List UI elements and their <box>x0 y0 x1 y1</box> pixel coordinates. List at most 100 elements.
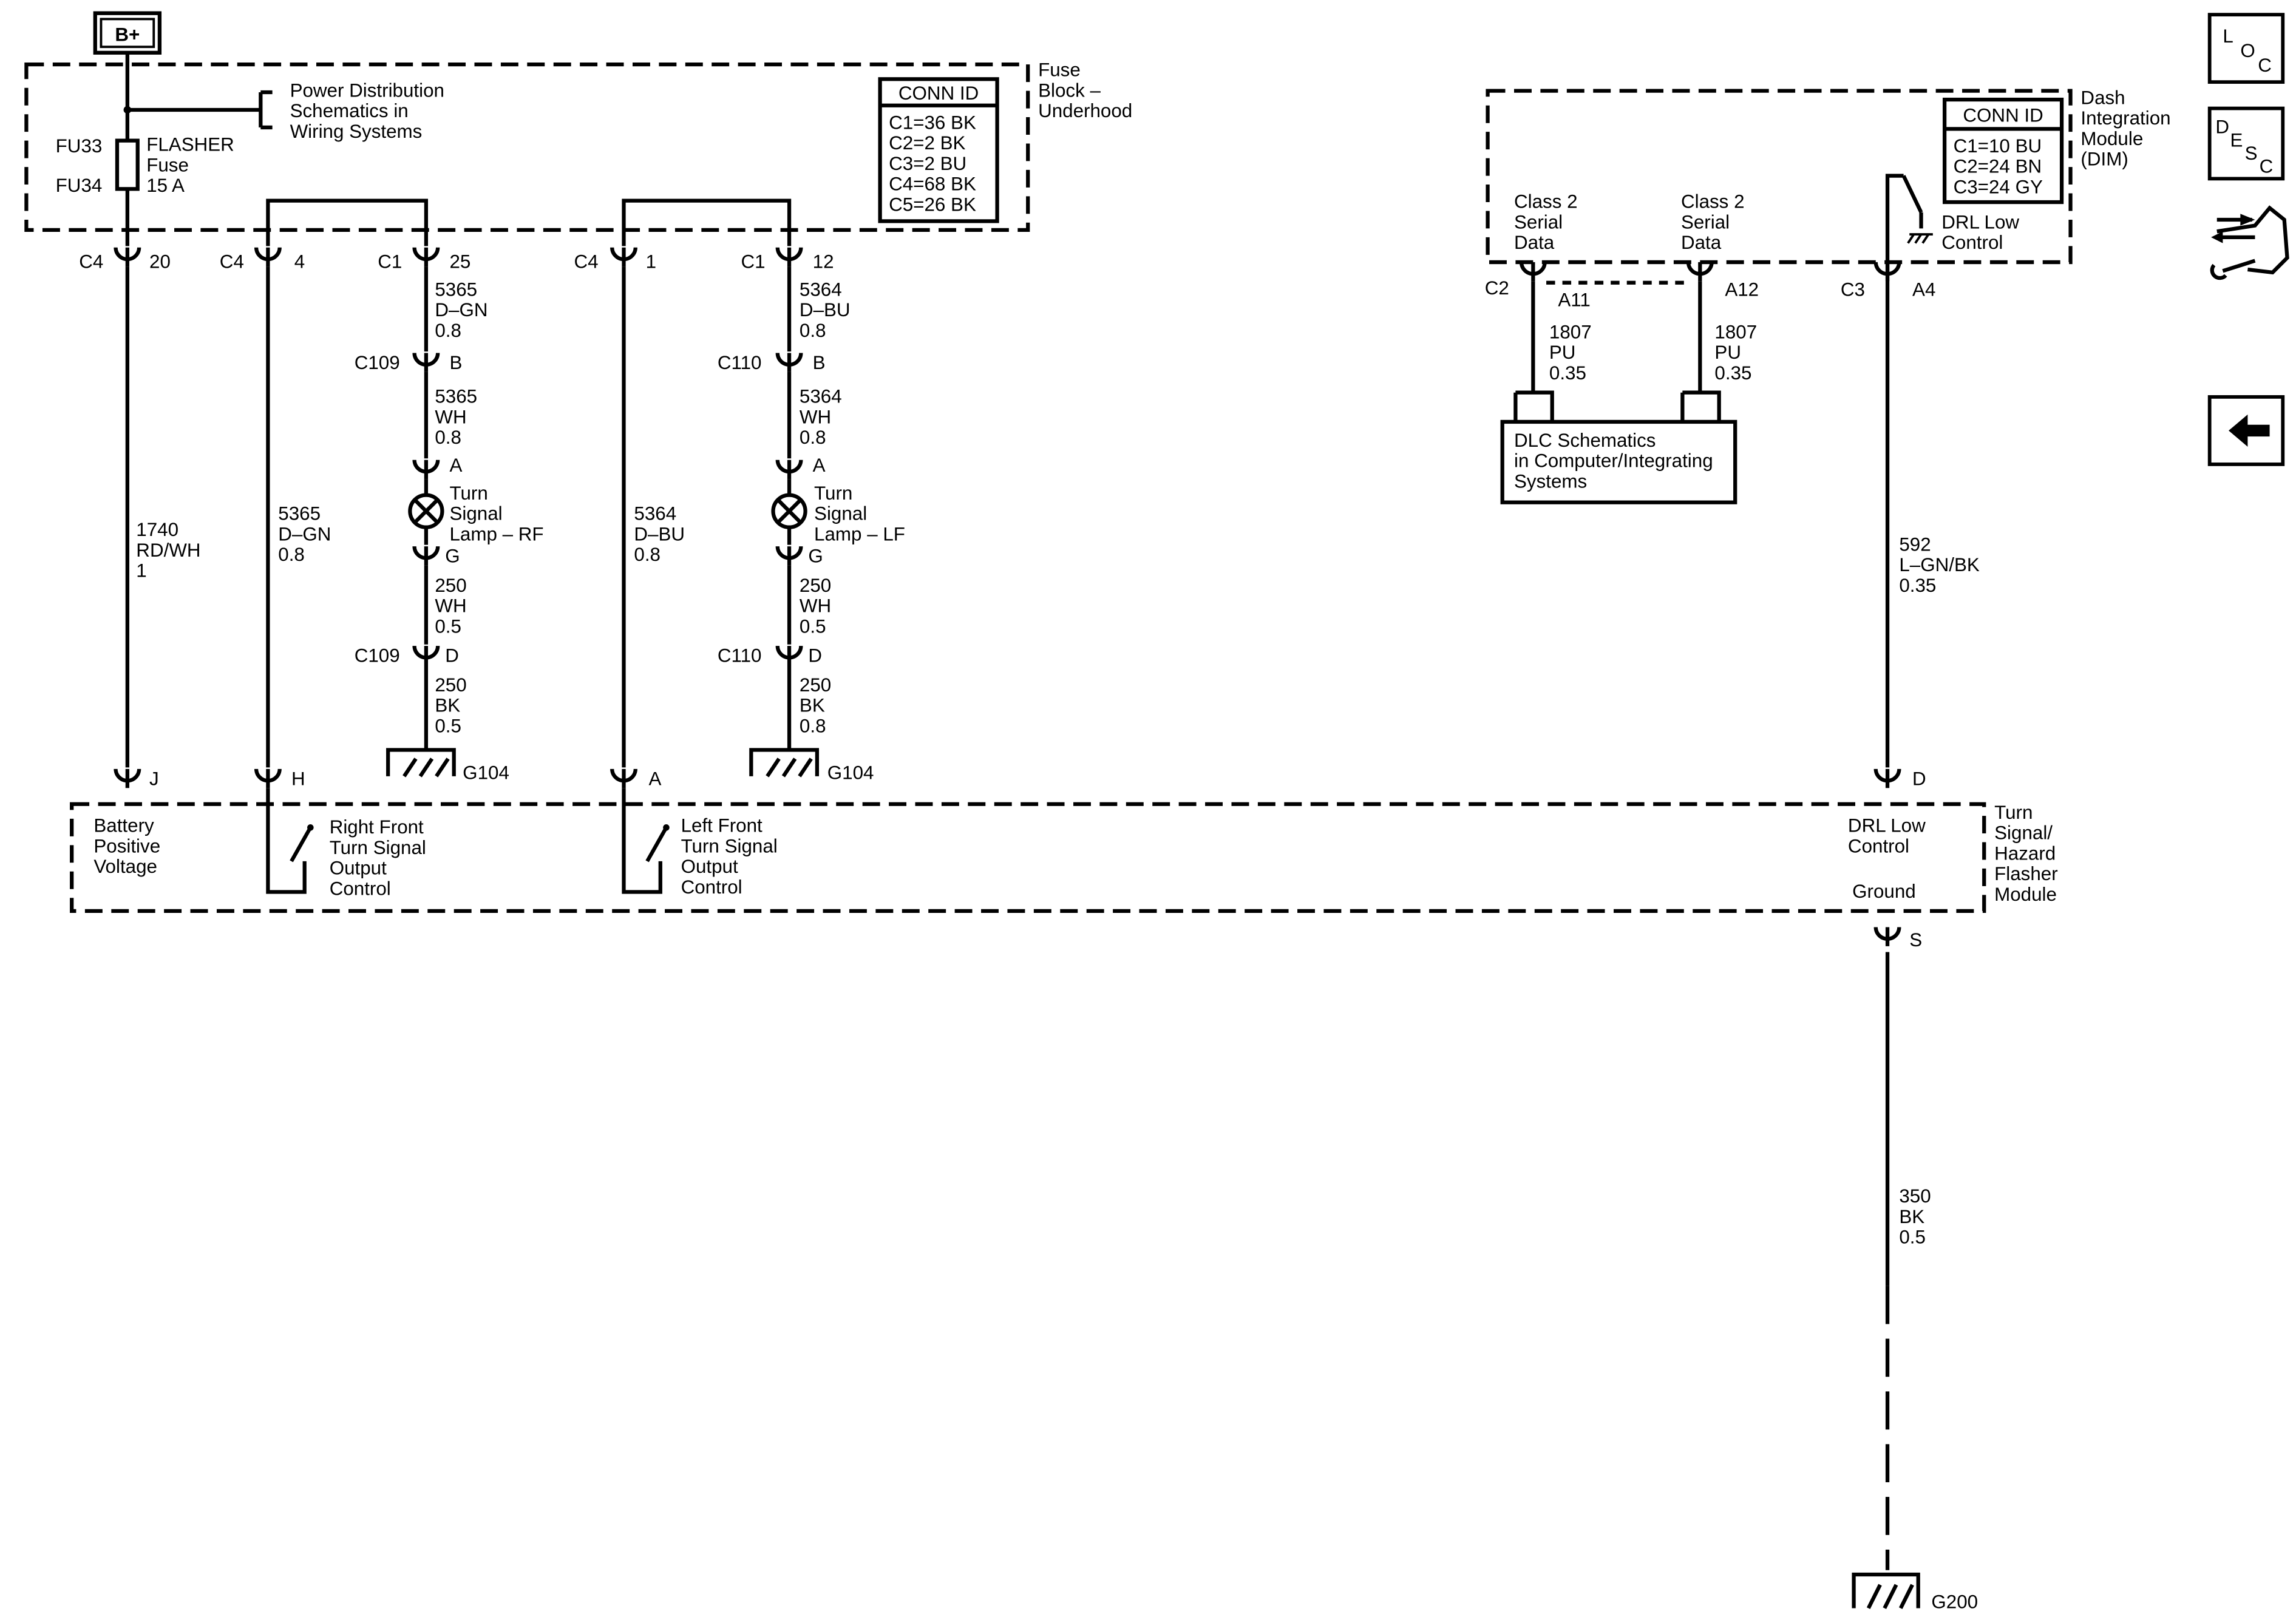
dim-name: Dash Integration Module (DIM) <box>2080 87 2176 169</box>
flasher-module-outline <box>70 802 1986 914</box>
loc-button[interactable]: L O C <box>2207 13 2285 84</box>
ground-g200-icon <box>1852 1572 1920 1609</box>
lamp-lf-pin-a: A <box>813 455 826 476</box>
wire-5364-label: 5364 D–BU 0.8 <box>800 279 855 341</box>
lamp-lf-pin-g: G <box>808 546 823 567</box>
connector-cup-icon <box>775 247 803 267</box>
connector-cup-icon <box>775 546 803 566</box>
connector-cup-icon <box>775 645 803 665</box>
svg-text:L: L <box>2223 25 2233 47</box>
flasher-module-name: Turn Signal/ Hazard Flasher Module <box>1994 802 2063 905</box>
connector-cup-icon <box>412 353 440 372</box>
pin-s: S <box>1909 929 1922 951</box>
conn-c1: C1 <box>378 251 402 273</box>
conn-id-rows: C1=10 BU C2=24 BN C3=24 GY <box>1954 135 2047 198</box>
conn-pin-d: D <box>445 645 459 666</box>
dim-serial-data-b: Class 2 Serial Data <box>1681 191 1750 254</box>
wire-1807-a <box>1513 281 1554 422</box>
conn-id-title: CONN ID <box>1963 104 2043 126</box>
dlc-schematics-text: DLC Schematics in Computer/Integrating S… <box>1514 430 1718 492</box>
conn-c109: C109 <box>355 645 400 666</box>
fuse-ids: FU33 FU34 <box>56 135 107 196</box>
ground-g104-rf-label: G104 <box>463 762 509 784</box>
wire-1740-label: 1740 RD/WH 1 <box>136 519 206 581</box>
back-arrow-icon <box>2229 414 2270 447</box>
conn-c4: C4 <box>574 251 599 273</box>
ground-g104-rf-icon <box>386 748 456 778</box>
desc-button[interactable]: D E S C <box>2207 106 2285 181</box>
conn-c110: C110 <box>718 645 762 666</box>
conn-pin-20: 20 <box>149 251 171 273</box>
ground-g200-label: G200 <box>1931 1592 1978 1613</box>
connector-cup-icon <box>1519 262 1547 282</box>
conn-pin-12: 12 <box>813 251 834 273</box>
wire-5365-label: 5365 D–GN 0.8 <box>435 279 493 341</box>
connector-cup-icon <box>775 459 803 480</box>
lf-output-switch-icon <box>622 788 668 894</box>
switch-contact-dot <box>663 824 670 831</box>
connector-cups <box>114 247 1901 946</box>
power-ref-text: Power Distribution Schematics in Wiring … <box>290 80 450 142</box>
rf-output-switch-icon <box>266 788 313 894</box>
connector-cup-icon <box>775 353 803 372</box>
fuse-block-conn-id-table <box>878 77 999 223</box>
conn-c3: C3 <box>1841 279 1865 300</box>
wire-250-bk-label: 250 BK 0.8 <box>800 674 837 737</box>
dim-drl-switch-icon <box>1885 174 1923 264</box>
lamp-lf-label: Turn Signal Lamp – LF <box>814 483 905 545</box>
svg-text:C: C <box>2258 55 2272 76</box>
back-button[interactable] <box>2207 395 2285 466</box>
conn-pin-a11: A11 <box>1558 289 1590 310</box>
conn-id-title: CONN ID <box>898 83 979 104</box>
dlc-schematics-box <box>1500 419 1737 504</box>
conn-pin-25: 25 <box>449 251 470 273</box>
dim-conn-id-table <box>1942 97 2064 205</box>
battery-box-inner <box>100 18 155 49</box>
conn-pin-b: B <box>813 352 826 373</box>
fuse-description: FLASHER Fuse 15 A <box>146 134 239 197</box>
dim-drl-low-control: DRL Low Control <box>1941 211 2025 253</box>
conn-pin-d: D <box>808 645 822 666</box>
svg-text:S: S <box>2245 143 2258 164</box>
wire-1807-label: 1807 PU 0.35 <box>1714 321 1762 384</box>
connector-cup-icon <box>412 645 440 665</box>
conn-pin-a4: A4 <box>1912 279 1935 300</box>
connector-cup-icon <box>610 247 637 267</box>
conn-c4: C4 <box>79 251 103 273</box>
pin-a: A <box>649 768 662 789</box>
fuse-block-outline <box>24 63 1030 232</box>
svg-text:E: E <box>2230 129 2243 151</box>
dim-internal-ground-icon <box>1907 233 1933 244</box>
connector-cup-icon <box>254 768 282 788</box>
svg-text:D: D <box>2215 117 2229 138</box>
wire-1807-b <box>1680 281 1721 422</box>
wire-5364-label: 5364 D–BU 0.8 <box>634 503 690 566</box>
flasher-lf-output: Left Front Turn Signal Output Control <box>681 815 783 898</box>
wire-5364-wh-label: 5364 WH 0.8 <box>800 386 847 449</box>
fuse-block-name: Fuse Block – Underhood <box>1038 59 1132 121</box>
flasher-drl-low-control: DRL Low Control <box>1848 815 1931 857</box>
connector-tool-icon[interactable] <box>2210 205 2289 280</box>
conn-pin-1: 1 <box>646 251 656 273</box>
flasher-rf-output: Right Front Turn Signal Output Control <box>330 816 432 899</box>
pin-h: H <box>291 768 305 789</box>
connector-cup-icon <box>412 247 440 267</box>
rf-internal-bus <box>266 198 429 230</box>
connector-cup-icon <box>610 768 637 788</box>
conn-id-rows: C1=36 BK C2=2 BK C3=2 BU C4=68 BK C5=26 … <box>889 112 982 215</box>
connector-cup-icon <box>114 247 141 267</box>
wire-350-label: 350 BK 0.5 <box>1899 1185 1936 1248</box>
conn-pin-4: 4 <box>294 251 305 273</box>
ground-g104-lf-icon <box>749 748 820 778</box>
power-ref-leader <box>125 52 273 191</box>
lamp-rf-label: Turn Signal Lamp – RF <box>449 483 543 545</box>
conn-c1: C1 <box>741 251 765 273</box>
conn-c110: C110 <box>718 352 762 373</box>
conn-pin-b: B <box>449 352 462 373</box>
flasher-ground-label: Ground <box>1852 881 1916 902</box>
wire-250-label: 250 WH 0.5 <box>435 575 472 637</box>
pin-j: J <box>149 768 159 789</box>
pin-d: D <box>1912 768 1926 789</box>
flasher-fuse-icon <box>115 138 140 191</box>
